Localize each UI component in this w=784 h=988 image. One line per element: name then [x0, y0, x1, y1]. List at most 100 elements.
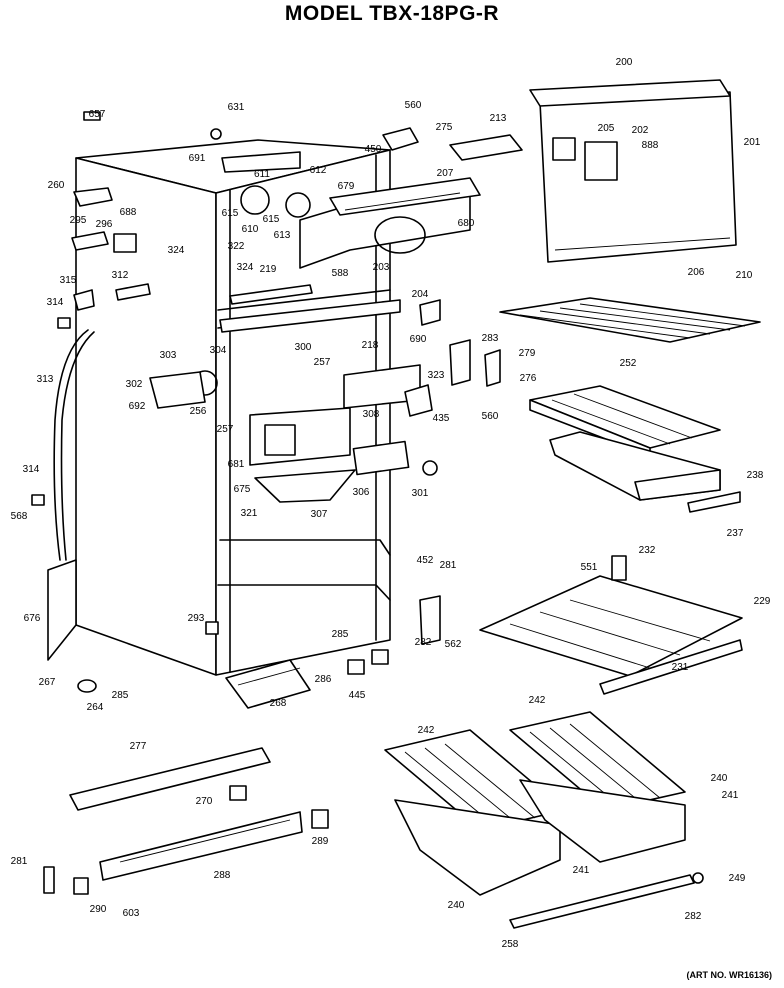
part-callout-281: 281: [11, 856, 28, 867]
part-callout-611: 611: [254, 169, 270, 180]
part-callout-276: 276: [520, 373, 537, 384]
part-callout-267: 267: [39, 677, 56, 688]
part-callout-256: 256: [190, 406, 207, 417]
part-callout-615: 615: [263, 214, 280, 225]
part-callout-676: 676: [24, 613, 41, 624]
ice-bucket: [549, 431, 741, 513]
part-callout-203: 203: [373, 262, 390, 273]
part-callout-286: 286: [315, 674, 332, 685]
part-callout-613: 613: [274, 230, 291, 241]
part-callout-202: 202: [632, 125, 649, 136]
ice-tray: [529, 385, 721, 457]
part-callout-268: 268: [270, 698, 287, 709]
part-callout-612: 612: [310, 165, 327, 176]
left-hardware: [31, 187, 219, 635]
part-callout-285: 285: [332, 629, 349, 640]
part-callout-249: 249: [729, 873, 746, 884]
part-callout-452: 452: [417, 555, 434, 566]
part-callout-205: 205: [598, 123, 615, 134]
part-callout-445: 445: [349, 690, 366, 701]
part-callout-435: 435: [433, 413, 450, 424]
part-callout-290: 290: [90, 904, 107, 915]
part-callout-321: 321: [241, 508, 258, 519]
part-callout-888: 888: [642, 140, 659, 151]
fresh-food-shelf: [479, 555, 743, 695]
part-callout-231: 231: [672, 662, 689, 673]
art-number: (ART NO. WR16136): [686, 970, 772, 980]
part-callout-200: 200: [616, 57, 633, 68]
crisper-drawers: [384, 711, 695, 929]
part-callout-681: 681: [228, 459, 245, 470]
part-callout-679: 679: [338, 181, 355, 192]
part-callout-237: 237: [727, 528, 744, 539]
part-callout-257: 257: [314, 357, 331, 368]
part-callout-314: 314: [23, 464, 40, 475]
part-callout-301: 301: [412, 488, 429, 499]
part-callout-206: 206: [688, 267, 705, 278]
part-callout-240: 240: [448, 900, 465, 911]
part-callout-307: 307: [311, 509, 328, 520]
part-callout-315: 315: [60, 275, 77, 286]
part-callout-304: 304: [210, 345, 227, 356]
part-callout-560: 560: [482, 411, 499, 422]
part-callout-657: 657: [89, 109, 106, 120]
part-callout-204: 204: [412, 289, 429, 300]
part-callout-323: 323: [428, 370, 445, 381]
part-callout-293: 293: [188, 613, 205, 624]
part-callout-308: 308: [363, 409, 380, 420]
part-callout-281: 281: [440, 560, 457, 571]
part-callout-282: 282: [415, 637, 432, 648]
part-callout-213: 213: [490, 113, 507, 124]
part-callout-288: 288: [214, 870, 231, 881]
part-callout-232: 232: [639, 545, 656, 556]
freezer-parts: [83, 111, 523, 503]
part-callout-277: 277: [130, 741, 147, 752]
part-callout-257: 257: [217, 424, 234, 435]
part-callout-692: 692: [129, 401, 146, 412]
diagram-title: MODEL TBX-18PG-R: [284, 2, 500, 25]
part-callout-324: 324: [237, 262, 254, 273]
part-callout-551: 551: [581, 562, 598, 573]
part-callout-218: 218: [362, 340, 379, 351]
part-callout-264: 264: [87, 702, 104, 713]
part-callout-690: 690: [410, 334, 427, 345]
part-callout-588: 588: [332, 268, 349, 279]
part-callout-322: 322: [228, 241, 245, 252]
part-callout-688: 688: [120, 207, 137, 218]
part-callout-610: 610: [242, 224, 259, 235]
part-callout-240: 240: [711, 773, 728, 784]
part-callout-296: 296: [96, 219, 113, 230]
part-callout-631: 631: [228, 102, 245, 113]
part-callout-603: 603: [123, 908, 140, 919]
part-callout-282: 282: [685, 911, 702, 922]
part-callout-302: 302: [126, 379, 143, 390]
part-callout-252: 252: [620, 358, 637, 369]
part-callout-303: 303: [160, 350, 177, 361]
part-callout-450: 450: [365, 144, 382, 155]
part-callout-241: 241: [722, 790, 739, 801]
part-callout-562: 562: [445, 639, 462, 650]
part-callout-201: 201: [744, 137, 761, 148]
part-callout-229: 229: [754, 596, 771, 607]
part-callout-314: 314: [47, 297, 64, 308]
part-callout-260: 260: [48, 180, 65, 191]
part-callout-680: 680: [458, 218, 475, 229]
part-callout-207: 207: [437, 168, 454, 179]
part-callout-295: 295: [70, 215, 87, 226]
part-callout-300: 300: [295, 342, 312, 353]
freezer-shelf: [499, 297, 761, 343]
part-callout-306: 306: [353, 487, 370, 498]
part-callout-242: 242: [418, 725, 435, 736]
part-callout-568: 568: [11, 511, 28, 522]
part-callout-285: 285: [112, 690, 129, 701]
part-callout-258: 258: [502, 939, 519, 950]
part-callout-241: 241: [573, 865, 590, 876]
part-callout-675: 675: [234, 484, 251, 495]
part-callout-210: 210: [736, 270, 753, 281]
part-callout-289: 289: [312, 836, 329, 847]
part-callout-283: 283: [482, 333, 499, 344]
part-callout-312: 312: [112, 270, 129, 281]
part-callout-324: 324: [168, 245, 185, 256]
